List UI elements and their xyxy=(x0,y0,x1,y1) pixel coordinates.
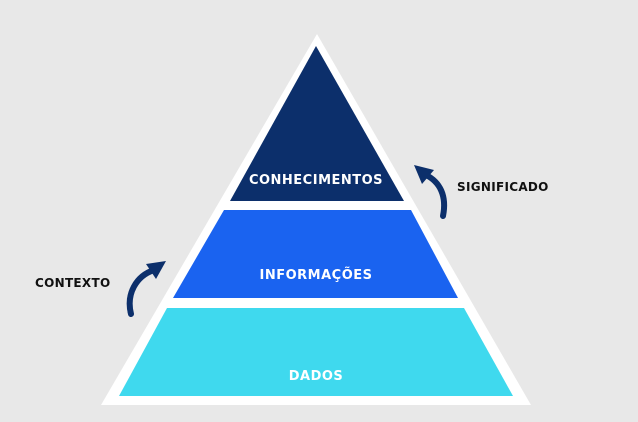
tier-informacoes-shape xyxy=(173,210,458,298)
significado-label: SIGNIFICADO xyxy=(457,180,549,194)
contexto-label: CONTEXTO xyxy=(35,276,111,290)
tier-dados-shape xyxy=(119,308,513,396)
tier-conhecimentos-shape xyxy=(230,46,404,201)
tier-dados-label: DADOS xyxy=(288,369,344,384)
tier-conhecimentos-label: CONHECIMENTOS xyxy=(248,173,384,188)
tier-informacoes-label: INFORMAÇÕES xyxy=(259,268,373,283)
contexto-arrow xyxy=(126,261,166,317)
significado-arrow xyxy=(414,165,447,219)
